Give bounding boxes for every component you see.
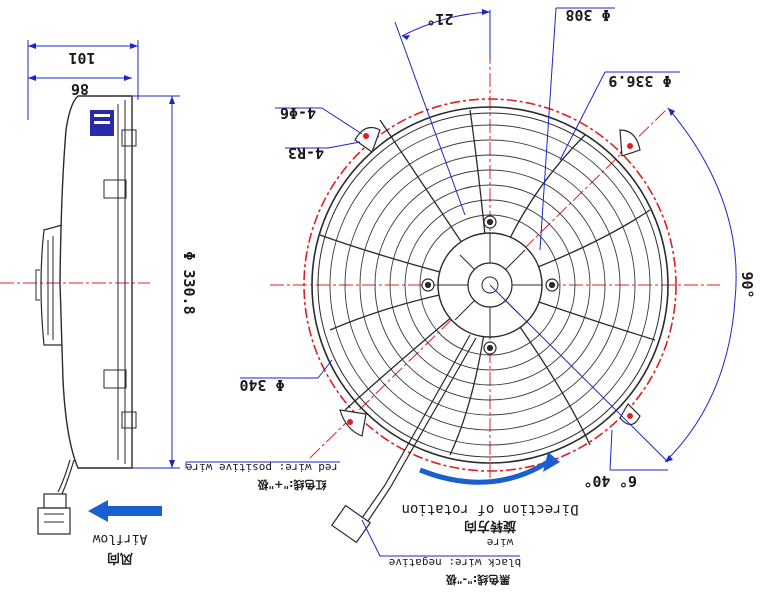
dim-blade-diameter: Φ 308 — [565, 6, 610, 24]
side-bracket-top — [103, 179, 127, 199]
dim-mount-circle: Φ 336.9 — [608, 72, 671, 90]
rotation-arrow-icon — [543, 452, 560, 472]
side-tab-2 — [121, 411, 137, 429]
red-wire-label-cn: 红色线:"+"极 — [256, 478, 326, 492]
dim-leader-308 — [539, 7, 557, 251]
side-wire — [57, 459, 75, 495]
front-diag-centerline — [309, 107, 669, 459]
dim-height: Φ 330.8 — [180, 251, 198, 314]
side-motor — [40, 224, 63, 346]
rotation-label-cn: 旋转方向 — [464, 518, 517, 534]
dim-leader-hole — [321, 107, 363, 135]
dim-shroud-diameter: Φ 340 — [239, 376, 284, 394]
dim-leader-340 — [317, 359, 333, 379]
hub-bolts — [421, 215, 559, 355]
dim-angle-line — [489, 284, 669, 463]
rotation-label-en: Direction of rotation — [401, 501, 578, 517]
side-housing — [59, 95, 133, 469]
side-motor-detail — [35, 236, 54, 340]
dim-angle-top: 21° — [426, 10, 453, 28]
dim-angle-right: 90° — [738, 271, 756, 298]
dim-angle-arc-right — [664, 107, 737, 463]
dim-depth-total: 101 — [68, 49, 95, 67]
hub-fins — [438, 233, 542, 337]
sticker-line — [94, 114, 110, 117]
shroud-outer — [311, 106, 669, 464]
dim-leader-336 — [559, 71, 606, 161]
dim-leader-radius — [327, 141, 361, 149]
black-wire-label-en: black wire: negative — [389, 556, 521, 569]
black-wire-label-cn: 黑色线:"-"极 — [445, 573, 510, 587]
note-leader-black — [361, 519, 520, 557]
dim-angle-small: 6° — [619, 472, 637, 490]
plug-lines — [44, 513, 64, 523]
side-connector — [43, 493, 67, 509]
side-connector-plug — [37, 507, 71, 535]
airflow-label-en: Airflow — [92, 531, 147, 546]
hub-core — [481, 276, 499, 294]
front-view: 21° Φ 308 Φ 336.9 4-Φ6 4-R3 Φ 340 90° 6°… — [185, 6, 756, 587]
side-tab-1 — [121, 129, 137, 147]
front-wire — [361, 334, 477, 522]
front-connector — [330, 504, 372, 544]
dim-angle-arc-top — [401, 11, 491, 37]
airflow-label-cn: 风向 — [107, 550, 133, 566]
rotation-arrow-arc — [419, 459, 550, 485]
mount-holes — [347, 133, 633, 425]
dim-angle-offset: 40° — [583, 472, 610, 490]
sticker-line — [94, 121, 110, 124]
airflow-arrow-icon — [88, 500, 162, 522]
side-housing-ribs — [117, 100, 126, 464]
mount-circle — [303, 98, 677, 472]
side-bracket-bottom — [103, 369, 127, 389]
side-view: 101 86 Φ 330.8 Airflow 风向 — [0, 40, 198, 566]
grille-rings — [329, 124, 651, 446]
black-wire-label-en2: wire — [487, 536, 514, 549]
dim-angle-line — [394, 21, 466, 216]
red-wire-label-en: red wire: positive wire — [186, 461, 338, 474]
shroud-inner — [317, 112, 663, 458]
dim-depth-body: 86 — [71, 80, 89, 98]
dim-radius-spec: 4-R3 — [288, 144, 324, 162]
dim-hole-spec: 4-Φ6 — [280, 104, 316, 122]
dim-small-angle-v — [609, 429, 613, 471]
